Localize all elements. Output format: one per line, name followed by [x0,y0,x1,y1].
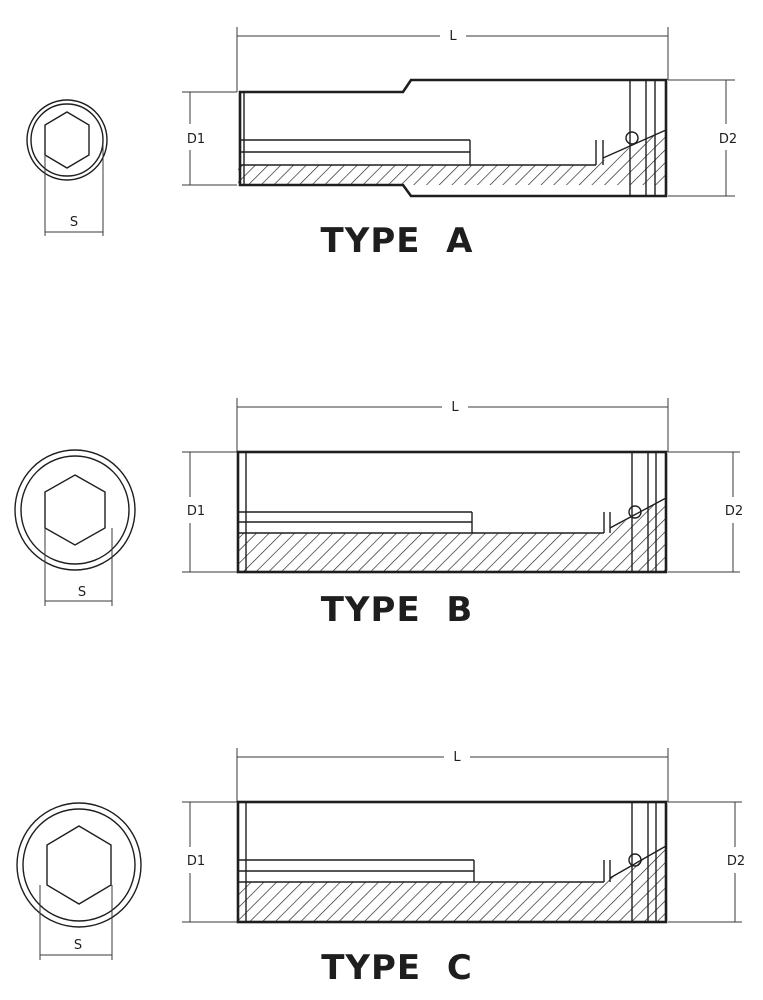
type-c-length-dimension: L [236,748,669,802]
type-a-diagram: S L D1 D2 [26,27,737,261]
type-c-diagram: S L D1 D2 [16,748,745,988]
type-c-d1-dimension: D1 [182,801,237,923]
type-c-length-label: L [453,750,461,765]
type-b-d1-dimension: D1 [182,451,237,573]
type-c-d2-label: D2 [727,854,745,869]
type-a-length-dimension: L [236,27,669,92]
type-a-hex-label: S [70,215,78,230]
type-c-title: TYPE C [321,948,473,988]
type-b-d2-dimension: D2 [668,451,743,573]
type-a-length-label: L [449,29,457,44]
type-a-side-section [238,78,668,198]
type-a-d2-dimension: D2 [668,79,737,197]
type-a-d2-label: D2 [719,132,737,147]
type-a-d1-dimension: D1 [182,91,237,186]
type-a-title: TYPE A [321,221,474,261]
type-b-d1-label: D1 [187,504,205,519]
type-b-length-dimension: L [236,398,669,452]
type-b-d2-label: D2 [725,504,743,519]
type-c-side-section [236,800,668,924]
type-c-d2-dimension: D2 [668,801,745,923]
type-c-d1-label: D1 [187,854,205,869]
type-b-length-label: L [451,400,459,415]
type-b-diagram: S L D1 D2 [14,398,743,630]
type-c-end-view: S [16,802,142,960]
type-b-hex-label: S [78,585,86,600]
type-c-hex-label: S [74,938,82,953]
type-a-d1-label: D1 [187,132,205,147]
type-b-side-section [236,450,668,574]
type-a-end-view: S [26,99,108,236]
type-b-end-view: S [14,449,136,606]
type-b-title: TYPE B [321,590,474,630]
